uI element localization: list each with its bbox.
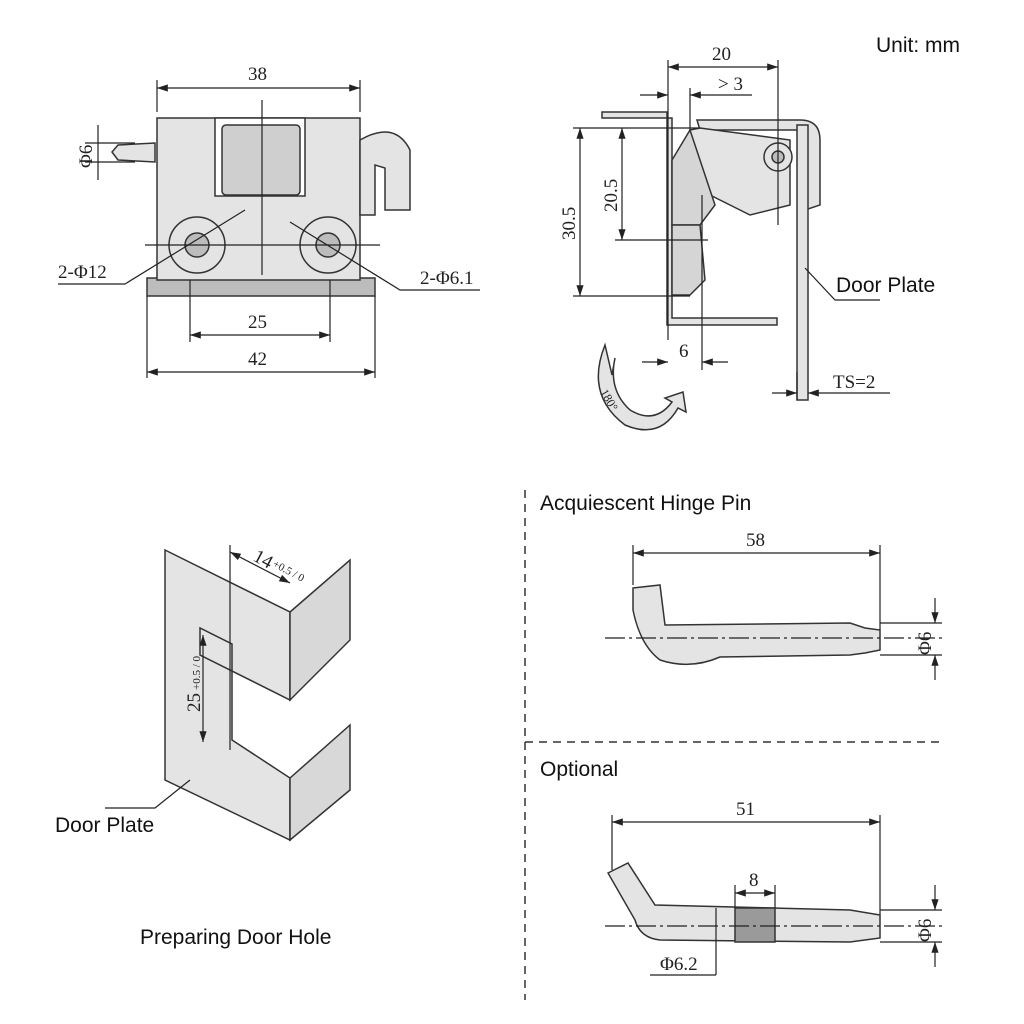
dim-51: 51 [736,799,755,820]
optional-pin [606,862,881,943]
rotation-arrow-icon [597,342,687,431]
title-optional-pin: Optional [540,758,618,781]
label-hole-6-1: 2-Φ6.1 [420,268,473,289]
title-default-pin: Acquiescent Hinge Pin [540,492,751,515]
dim-ts: TS=2 [833,372,875,393]
cam-lower [671,224,706,296]
default-pin-view: Acquiescent Hinge Pin 58 Φ6 [540,492,945,680]
dim-8: 8 [749,870,759,891]
dim-20-5: 20.5 [601,179,622,212]
label-door-plate-side: Door Plate [836,274,935,297]
dim-pin-dia-optional: Φ6 [915,919,936,942]
dim-20: 20 [712,44,731,65]
frame-bracket [601,111,778,326]
door-hole-view: 14 +0.5 / 0 25 +0.5 / 0 Door Plate Prepa… [55,545,351,949]
hinge-pin [632,584,881,666]
barrel [221,124,301,196]
front-view: 38 Φ6 25 42 2-Φ12 2-Φ6.1 [58,64,480,378]
side-view: 20 > 3 30.5 20.5 6 TS=2 Door Plate 180° [559,44,935,431]
dim-58: 58 [746,530,765,551]
door-plate-flange-top [289,558,351,702]
label-door-plate: Door Plate [55,814,154,837]
tol-25: +0.5 / 0 [191,655,203,690]
unit-label: Unit: mm [876,34,960,57]
label-hole-12: 2-Φ12 [58,262,107,283]
optional-pin-view: Optional 51 8 Φ6.2 Φ6 [540,758,945,976]
dim-25: 25 [248,312,267,333]
knurl [734,907,776,943]
dim-42: 42 [248,349,267,370]
dim-6: 6 [679,341,689,362]
dim-30-5: 30.5 [559,207,580,240]
cam-upper [671,128,716,226]
dim-pin-dia-default: Φ6 [915,632,936,655]
dim-pin-dia: Φ6 [76,145,97,168]
door-plate-section [796,124,809,401]
dim-knurl-dia: Φ6.2 [660,954,698,975]
door-plate-flange-bottom [289,723,351,842]
tol-14: +0.5 / 0 [271,558,307,585]
pin-end [111,142,156,163]
dim-25-hole: 25 [184,693,205,712]
caption-preparing-door-hole: Preparing Door Hole [140,926,331,949]
dim-gt3: > 3 [718,74,743,95]
dim-38: 38 [248,64,267,85]
hook [359,131,411,216]
